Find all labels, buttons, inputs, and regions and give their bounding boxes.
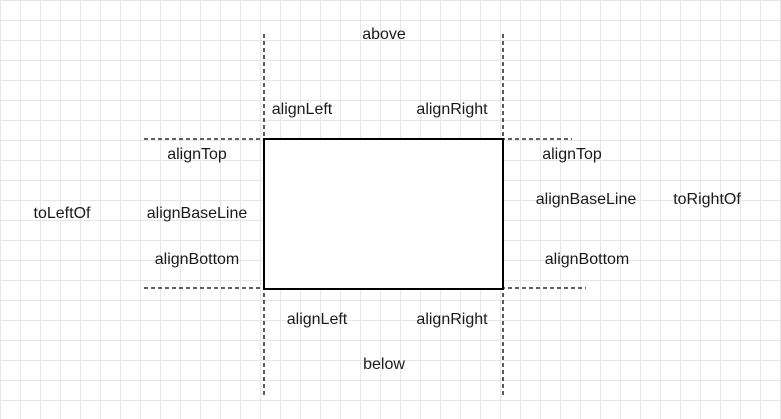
label-below: below: [363, 356, 405, 373]
label-top-align-right: alignRight: [416, 101, 488, 118]
anchor-box: [263, 138, 504, 290]
label-to-right-of: toRightOf: [673, 191, 741, 208]
label-bottom-align-right: alignRight: [416, 311, 488, 328]
label-right-align-bottom: alignBottom: [544, 251, 630, 268]
label-bottom-align-left: alignLeft: [286, 311, 348, 328]
label-right-align-baseline: alignBaseLine: [535, 191, 637, 208]
label-above: above: [362, 26, 406, 43]
label-left-align-top: alignTop: [167, 146, 227, 163]
label-left-align-bottom: alignBottom: [154, 251, 240, 268]
label-to-left-of: toLeftOf: [33, 205, 91, 222]
label-top-align-left: alignLeft: [271, 101, 333, 118]
label-left-align-baseline: alignBaseLine: [146, 205, 248, 222]
label-right-align-top: alignTop: [542, 146, 602, 163]
